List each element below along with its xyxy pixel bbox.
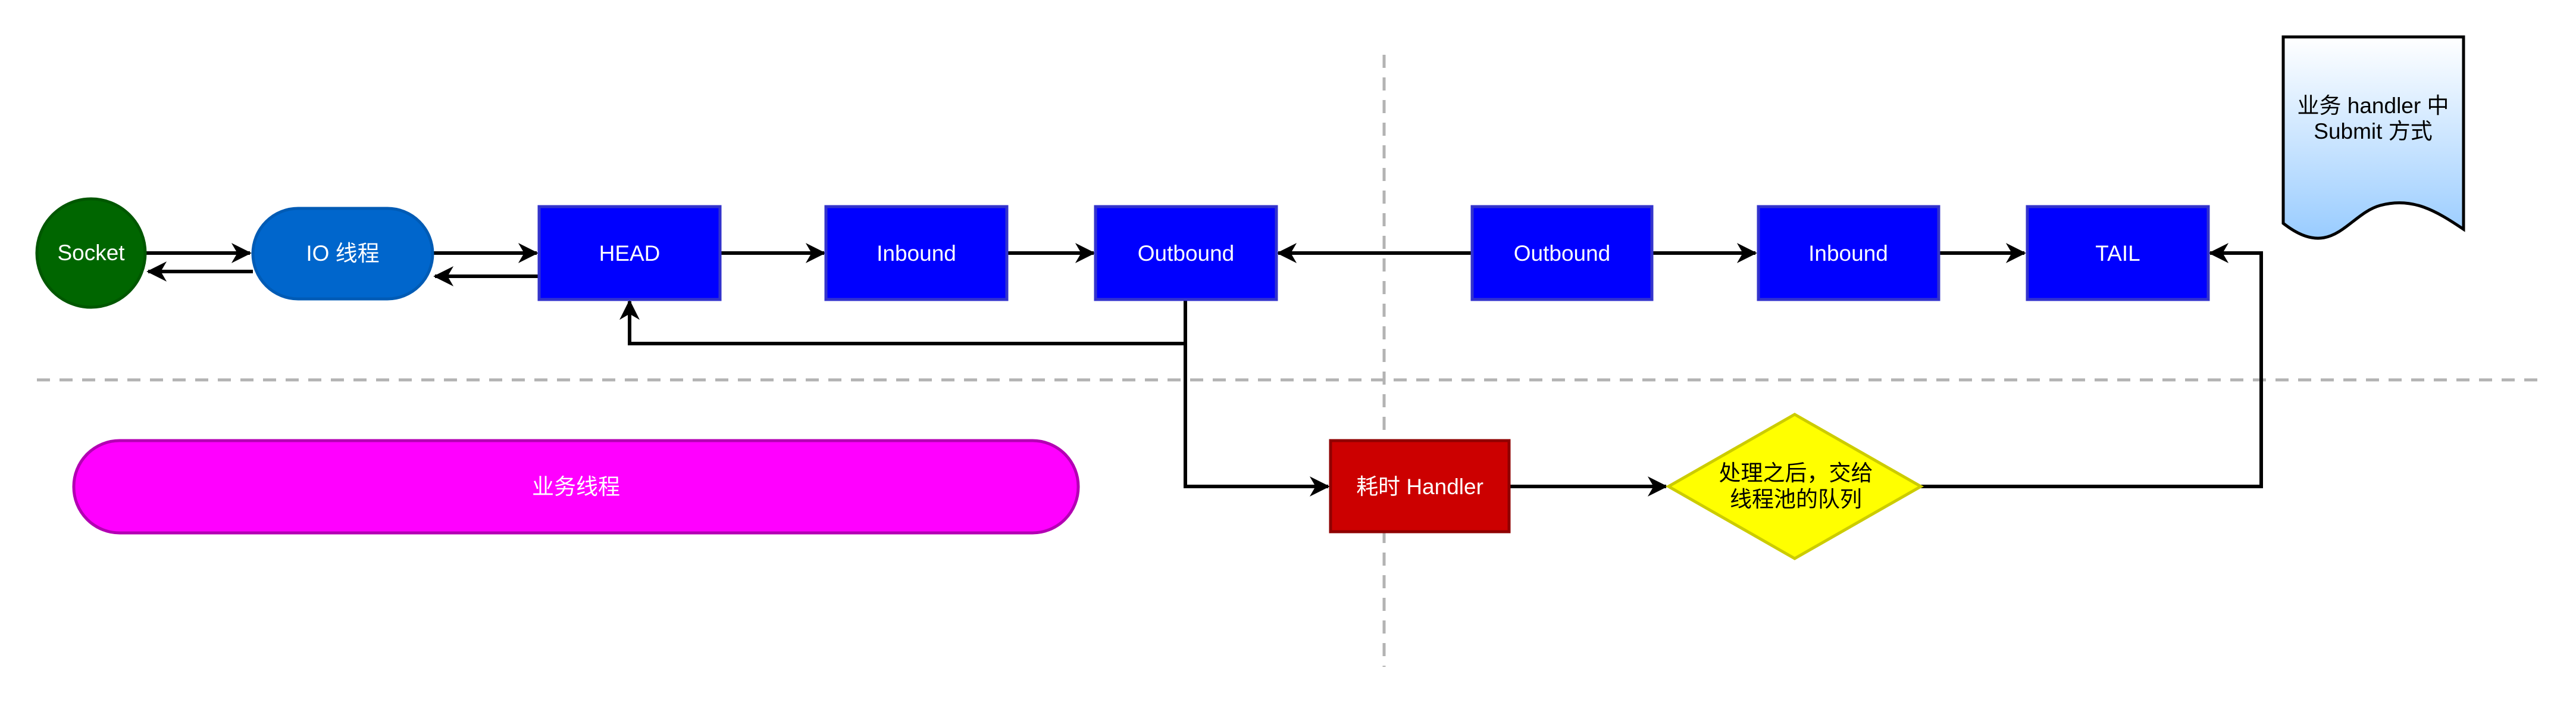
inbound-right-label: Inbound bbox=[1808, 241, 1888, 266]
decision-label-line2: 线程池的队列 bbox=[1730, 487, 1862, 511]
outbound-left-label: Outbound bbox=[1138, 241, 1235, 266]
thread-pool-queue-decision: 处理之后，交给 线程池的队列 bbox=[1665, 413, 1924, 560]
tail-node: TAIL bbox=[2026, 205, 2210, 301]
tail-label: TAIL bbox=[2095, 241, 2140, 266]
inbound-right-node: Inbound bbox=[1757, 205, 1940, 301]
inbound-left-node: Inbound bbox=[824, 205, 1009, 301]
io-thread-node: IO 线程 bbox=[251, 207, 434, 301]
io-thread-label: IO 线程 bbox=[306, 241, 379, 266]
outbound-right-label: Outbound bbox=[1514, 241, 1611, 266]
head-label: HEAD bbox=[599, 241, 661, 266]
edge-outbound-to-head bbox=[619, 299, 1187, 345]
business-thread-node: 业务线程 bbox=[72, 439, 1080, 535]
outbound-right-node: Outbound bbox=[1470, 205, 1654, 301]
note-label-line1: 业务 handler 中 bbox=[2298, 93, 2449, 118]
business-thread-label: 业务线程 bbox=[532, 475, 620, 499]
submit-mode-note: 业务 handler 中 Submit 方式 bbox=[2281, 35, 2465, 240]
socket-label: Socket bbox=[57, 241, 125, 265]
head-node: HEAD bbox=[537, 205, 722, 301]
edge-outbound-to-slow-handler bbox=[1184, 344, 1330, 497]
edge-decision-to-tail bbox=[1921, 243, 2263, 488]
decision-label-line1: 处理之后，交给 bbox=[1719, 461, 1873, 485]
slow-handler-node: 耗时 Handler bbox=[1329, 439, 1511, 533]
inbound-left-label: Inbound bbox=[877, 241, 956, 266]
socket-node: Socket bbox=[35, 197, 147, 309]
note-label-line2: Submit 方式 bbox=[2314, 119, 2432, 143]
outbound-left-node: Outbound bbox=[1094, 205, 1278, 301]
slow-handler-label: 耗时 Handler bbox=[1356, 475, 1483, 499]
